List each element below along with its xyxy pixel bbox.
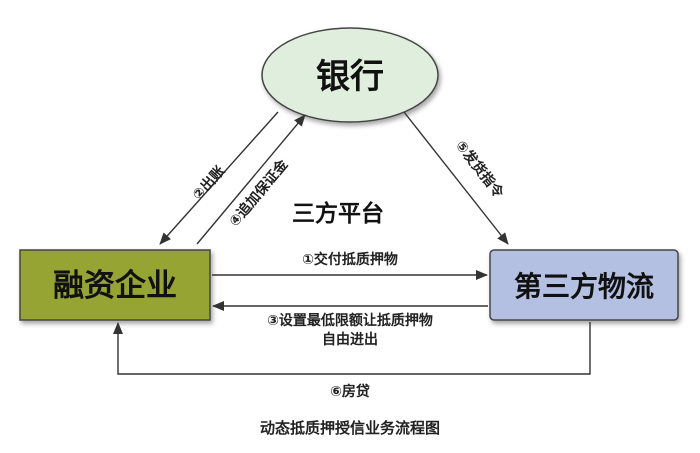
logistics-shape (489, 249, 679, 321)
enterprise-label: 融资企业 (53, 268, 177, 304)
bank-node: 银行 (261, 27, 439, 123)
label-payout: ②出账 (189, 162, 228, 203)
arrow-margin (196, 114, 306, 245)
logistics-label: 第三方物流 (514, 270, 654, 303)
enterprise-shape (19, 249, 211, 321)
label-loan: ⑥房贷 (330, 383, 370, 400)
logistics-node: 第三方物流 (489, 249, 679, 321)
bank-label: 银行 (316, 57, 384, 97)
label-min-line-2: 自由进出 (322, 331, 378, 348)
platform-label: 三方平台 (292, 200, 384, 227)
arrow-payout (159, 111, 279, 245)
diagram-caption: 动态抵质押授信业务流程图 (260, 419, 440, 437)
label-min-line-1: ③设置最低限额让抵质押物 (267, 312, 433, 329)
label-release-order: ⑤发货指令 (452, 137, 508, 202)
bank-shape (261, 27, 439, 123)
label-deliver-collateral: ①交付抵质押物 (302, 251, 398, 268)
label-margin: ④追加保证金 (226, 156, 292, 230)
arrow-loan (113, 322, 591, 375)
enterprise-node: 融资企业 (19, 249, 211, 321)
arrow-release-order (403, 111, 509, 245)
